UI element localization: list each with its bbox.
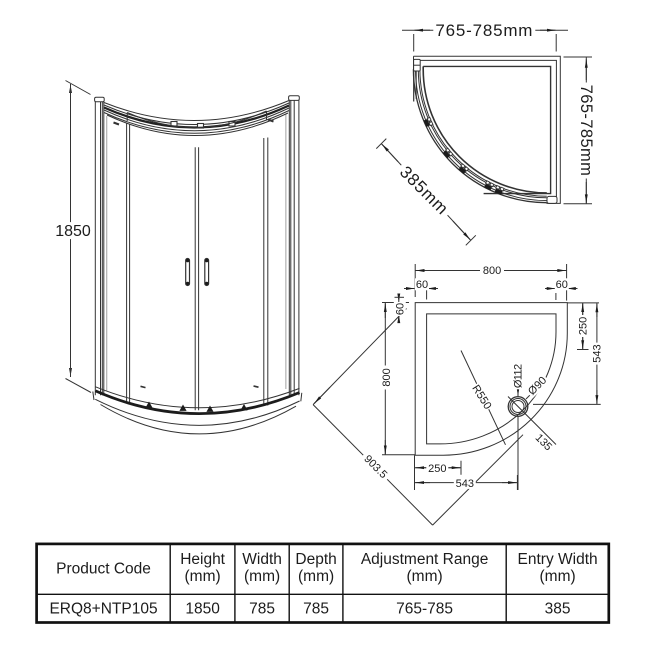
svg-text:ERQ8+NTP105: ERQ8+NTP105 <box>49 600 157 617</box>
svg-text:(mm): (mm) <box>407 568 443 585</box>
svg-text:765-785: 765-785 <box>396 600 453 617</box>
svg-text:(mm): (mm) <box>244 568 280 585</box>
svg-text:785: 785 <box>303 600 329 617</box>
svg-text:Depth: Depth <box>295 551 336 568</box>
svg-text:800: 800 <box>483 265 501 277</box>
svg-text:785: 785 <box>249 600 275 617</box>
svg-text:Product Code: Product Code <box>56 561 151 578</box>
svg-text:1850: 1850 <box>55 223 91 240</box>
svg-text:(mm): (mm) <box>298 568 334 585</box>
svg-text:60: 60 <box>395 303 407 315</box>
svg-text:765-785mm: 765-785mm <box>577 85 595 177</box>
svg-text:385: 385 <box>545 600 571 617</box>
svg-text:(mm): (mm) <box>540 568 576 585</box>
svg-text:Width: Width <box>242 551 282 568</box>
svg-text:543: 543 <box>456 478 474 490</box>
svg-text:765-785mm: 765-785mm <box>435 21 533 40</box>
svg-text:(mm): (mm) <box>185 568 221 585</box>
svg-text:Ø112: Ø112 <box>513 364 525 388</box>
svg-text:800: 800 <box>381 368 393 386</box>
svg-text:250: 250 <box>578 317 590 335</box>
svg-text:60: 60 <box>556 279 568 291</box>
svg-text:Adjustment Range: Adjustment Range <box>361 551 489 568</box>
svg-text:Entry Width: Entry Width <box>518 551 598 568</box>
svg-text:543: 543 <box>592 344 604 362</box>
svg-text:Height: Height <box>180 551 225 568</box>
svg-text:250: 250 <box>428 463 446 475</box>
svg-text:60: 60 <box>416 279 428 291</box>
svg-text:1850: 1850 <box>185 600 220 617</box>
